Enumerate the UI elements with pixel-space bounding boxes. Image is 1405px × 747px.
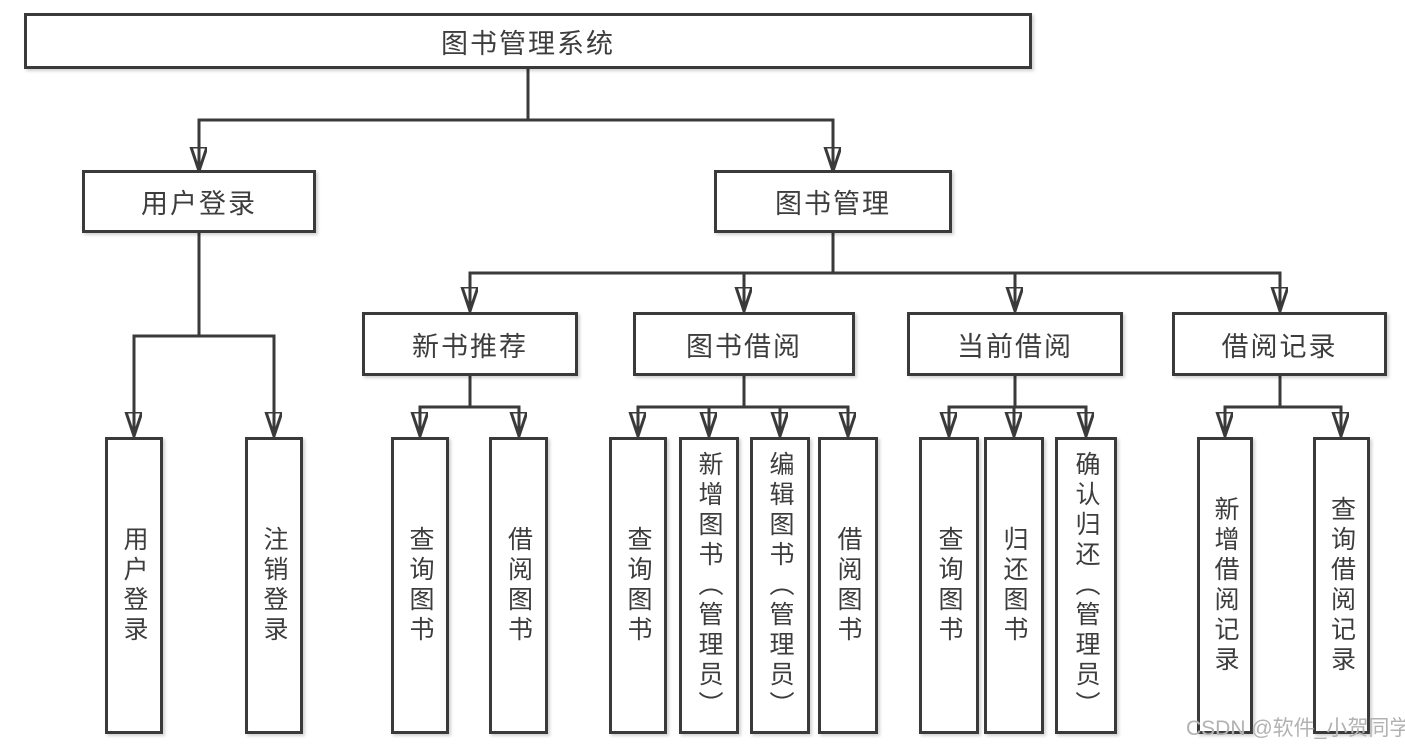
leaf-recommend-borrow-books: 借阅图书 xyxy=(489,437,548,734)
leaf-current-query-books: 查询图书 xyxy=(919,437,979,734)
leaf-borrowing-edit-books-admin: 编辑图书（管理员） xyxy=(750,437,810,734)
leaf-borrowing-query-books: 查询图书 xyxy=(609,437,667,734)
leaf-current-confirm-return-admin: 确认归还（管理员） xyxy=(1055,437,1117,734)
leaf-borrowing-add-books-admin: 新增图书（管理员） xyxy=(679,437,739,734)
node-current-borrowing: 当前借阅 xyxy=(907,312,1123,376)
node-user-login: 用户登录 xyxy=(82,170,316,233)
node-book-borrowing: 图书借阅 xyxy=(633,312,855,376)
leaf-records-add-record: 新增借阅记录 xyxy=(1197,437,1253,734)
node-book-management: 图书管理 xyxy=(714,170,952,233)
leaf-user-login: 用户登录 xyxy=(105,437,163,734)
watermark: CSDN @软件_小贺同学 xyxy=(1186,717,1405,740)
leaf-borrowing-borrow-books: 借阅图书 xyxy=(818,437,878,734)
leaf-logout-login: 注销登录 xyxy=(245,437,303,734)
leaf-recommend-query-books: 查询图书 xyxy=(391,437,449,734)
node-borrowing-records: 借阅记录 xyxy=(1172,312,1387,376)
leaf-records-query-record: 查询借阅记录 xyxy=(1313,437,1370,734)
node-root: 图书管理系统 xyxy=(24,13,1032,69)
node-new-book-recommendation: 新书推荐 xyxy=(362,312,578,376)
leaf-current-return-books: 归还图书 xyxy=(984,437,1044,734)
